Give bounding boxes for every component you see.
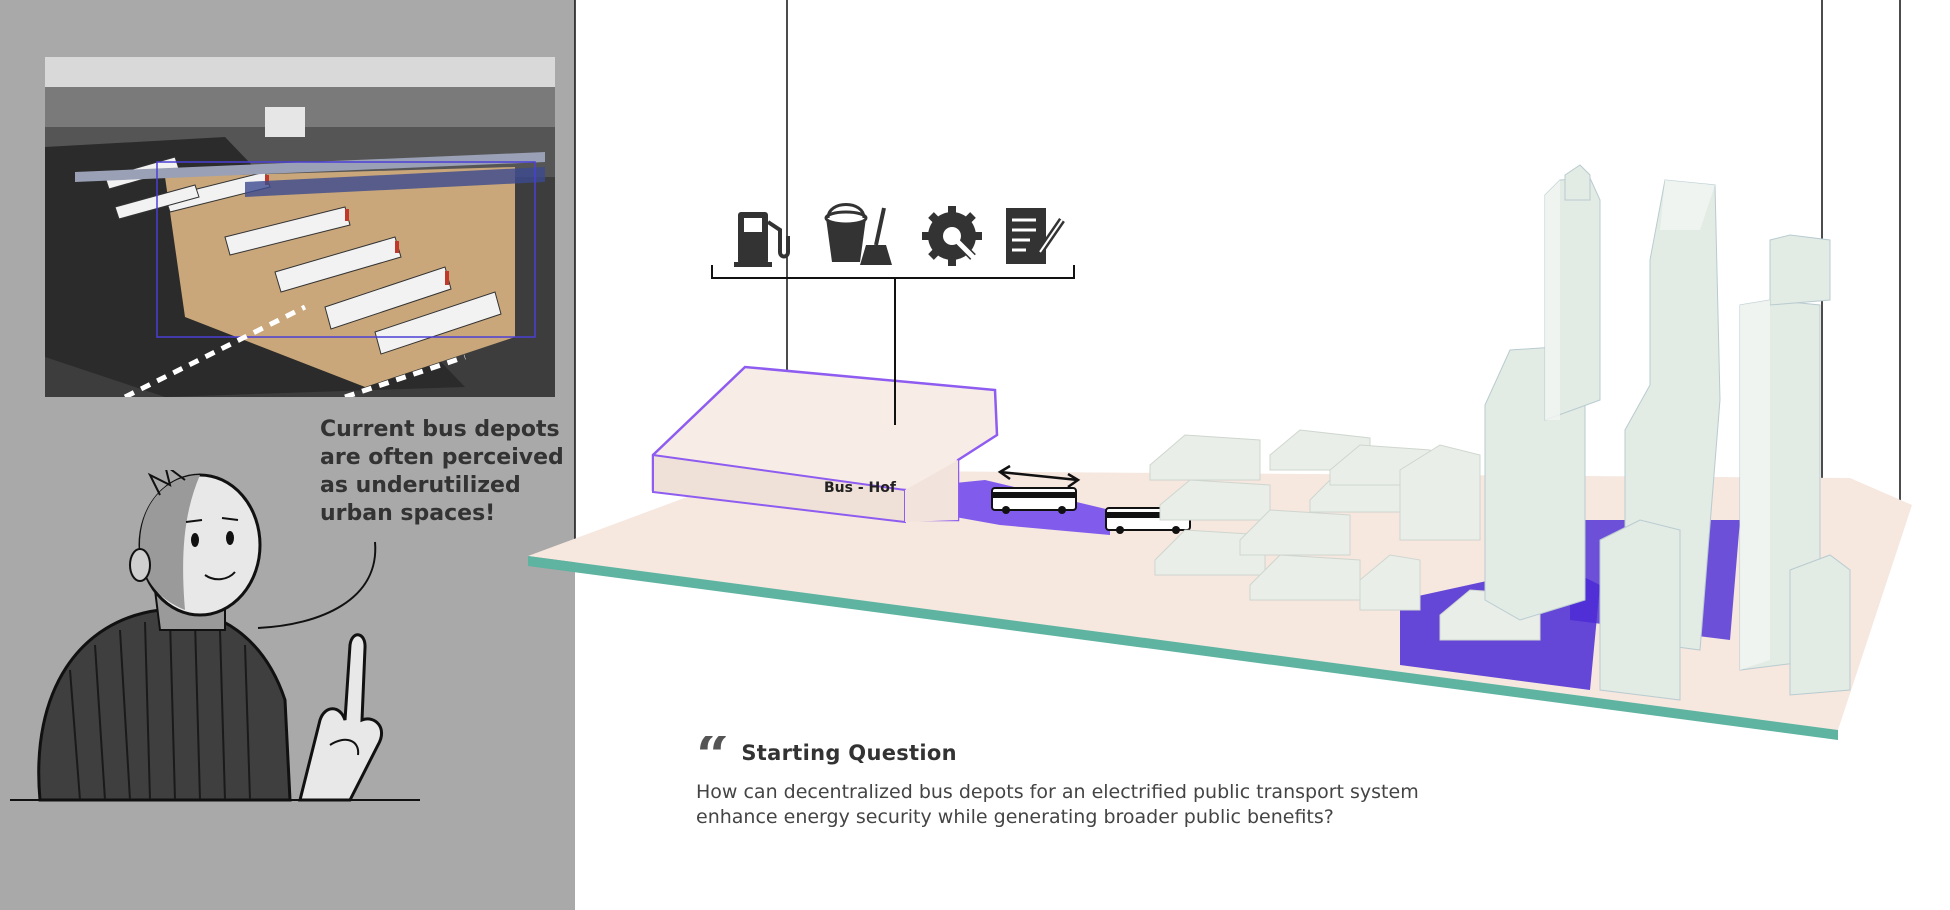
bus-depot-building — [651, 365, 999, 524]
double-arrow-icon — [997, 464, 1081, 489]
fuel-pump-icon — [734, 212, 790, 267]
document-edit-icon — [1006, 208, 1065, 264]
bus-depot-photo — [45, 57, 555, 397]
bus-icon-1 — [991, 487, 1077, 514]
sketch-character — [10, 470, 420, 802]
urban-depot-diagram: Bus - Hof — [528, 0, 1912, 740]
quote-icon: “ — [696, 736, 730, 770]
speech-bubble-text: Current bus depots are often perceived a… — [320, 417, 564, 526]
maintenance-gear-icon — [922, 206, 982, 266]
city-towers — [1484, 164, 1851, 701]
starting-question-title: Starting Question — [741, 741, 957, 765]
left-panel: Current bus depots are often perceived a… — [0, 0, 575, 910]
services-bracket — [711, 265, 1075, 425]
bus-hof-label: Bus - Hof — [824, 480, 897, 496]
starting-question: “ Starting Question How can decentralize… — [696, 736, 1456, 830]
cleaning-bucket-icon — [824, 203, 892, 265]
starting-question-header: “ Starting Question — [696, 736, 1456, 770]
starting-question-body: How can decentralized bus depots for an … — [696, 781, 1419, 828]
